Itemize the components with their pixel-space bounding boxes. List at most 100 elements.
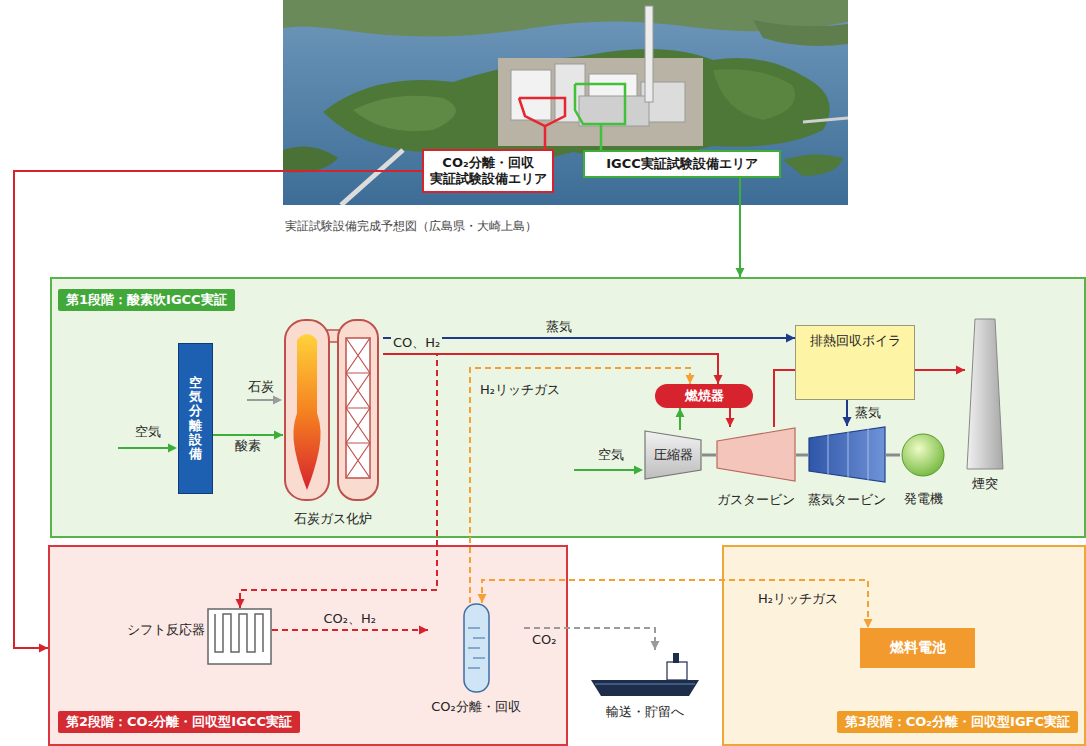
photo-caption: 実証試験設備完成予想図（広島県・大崎上島）	[283, 219, 539, 234]
arrow-head	[236, 599, 245, 608]
fuel-cell: 燃料電池	[860, 628, 975, 668]
edge-label-text: 蒸気	[855, 405, 881, 421]
arrow-head	[274, 431, 283, 440]
edge-label-text: CO₂、H₂	[324, 611, 377, 627]
shift-reactor-drawing	[207, 608, 272, 665]
connector-line	[702, 454, 716, 457]
connector	[796, 455, 808, 456]
edge-label: 酸素	[233, 438, 263, 454]
node-label: ガスタービン	[717, 492, 795, 508]
node-label: 排熱回収ボイラ	[810, 333, 901, 349]
aerial-photo-part	[353, 96, 456, 131]
steam-turbine-drawing-part	[828, 429, 868, 480]
edge-label: CO₂	[530, 632, 559, 648]
connector	[383, 334, 795, 343]
air-input-arrow-part	[168, 444, 177, 453]
generator-drawing	[900, 433, 946, 477]
aerial-photo-part	[645, 6, 653, 102]
connector	[702, 455, 716, 456]
label-text: 空気	[135, 424, 161, 440]
label-text: 石炭	[248, 379, 274, 395]
node-label: 輸送・貯留へ	[606, 704, 684, 720]
air-input-arrow-part	[634, 466, 643, 475]
input-label: 空気	[133, 424, 163, 440]
gas-turbine-drawing-part	[717, 428, 795, 481]
aerial-photo-part	[323, 49, 830, 162]
node-label: 空気分離設備	[189, 376, 202, 462]
edge-label: H₂リッチガス	[478, 382, 562, 398]
connector	[774, 370, 795, 427]
combustor: 燃焼器	[655, 384, 753, 408]
co2-column-drawing	[463, 603, 490, 693]
generator: 発電機	[900, 433, 946, 515]
arrow-head	[651, 641, 660, 650]
air-separation-unit: 空気分離設備	[178, 343, 213, 494]
stage-panel: 第2段階：CO₂分離・回収型IGCC実証 シフト反応器 CO₂分離・回収	[48, 545, 568, 746]
edge-label: 蒸気	[544, 319, 574, 335]
stage-heading: 第2段階：CO₂分離・回収型IGCC実証	[58, 711, 300, 733]
heat-recovery-boiler: 排熱回収ボイラ	[795, 325, 915, 400]
stage-heading: 第3段階：CO₂分離・回収型IGFC実証	[837, 711, 1078, 733]
aerial-photo-part	[575, 84, 625, 124]
connector-line	[14, 171, 422, 648]
node-label: 燃焼器	[685, 388, 724, 404]
air-input-arrow	[118, 444, 177, 453]
edge-label: CO₂、H₂	[322, 611, 379, 627]
aerial-photo-part	[283, 0, 848, 205]
connector-line	[796, 454, 808, 457]
node-label: IGCC実証試験設備エリア	[606, 156, 758, 172]
aerial-photo-part	[803, 118, 848, 122]
edge-label-text: H₂リッチガス	[758, 591, 838, 607]
ship-drawing-part	[667, 662, 687, 680]
compressor: 圧縮器	[644, 430, 702, 480]
compressor-drawing-part	[645, 431, 701, 479]
air-input-arrow	[574, 466, 643, 475]
steam-turbine-drawing	[808, 426, 886, 483]
arrow-head	[686, 375, 695, 384]
arrow-head	[864, 619, 873, 628]
edge-label: H₂リッチガス	[756, 591, 840, 607]
connector	[915, 366, 965, 375]
gas-turbine: ガスタービン	[716, 427, 796, 515]
connector	[236, 354, 438, 608]
arrow-head	[726, 418, 735, 427]
edge-label: 蒸気	[853, 405, 883, 421]
ship-drawing-part	[591, 680, 699, 696]
ship-drawing-part	[595, 683, 695, 685]
coal-input-arrow	[247, 396, 282, 405]
input-label: 石炭	[246, 379, 276, 395]
chimney: 煙突	[965, 318, 1005, 500]
aerial-photo-part	[600, 124, 603, 150]
area-callout: CO₂分離・回収 実証試験設備エリア	[422, 149, 554, 193]
aerial-photo-part	[544, 126, 547, 149]
air-input-arrow-part	[118, 447, 168, 449]
connector-line	[886, 454, 900, 457]
coal-input-arrow-part	[247, 399, 273, 401]
node-label: 圧縮器	[654, 447, 693, 463]
edge-label-text: H₂リッチガス	[480, 382, 560, 398]
node-label: CO₂分離・回収	[431, 699, 521, 715]
steam-turbine: 蒸気タービン	[808, 426, 886, 515]
arrow-head	[714, 375, 723, 384]
connector-line	[213, 434, 283, 436]
ship-drawing	[589, 650, 701, 698]
gasifier-drawing-part	[285, 320, 329, 500]
caption-text: 実証試験設備完成予想図（広島県・大崎上島）	[285, 219, 537, 234]
chimney-drawing-part	[967, 319, 1003, 469]
shift-reactor-drawing-part	[208, 609, 271, 664]
coal-input-arrow-part	[273, 396, 282, 405]
connector	[676, 408, 685, 430]
connector	[736, 178, 745, 277]
connector	[478, 580, 873, 628]
stage-panel: 第3段階：CO₂分離・回収型IGFC実証 燃料電池	[722, 545, 1086, 746]
connector-line	[272, 629, 428, 631]
node-label: シフト反応器	[127, 622, 205, 638]
aerial-photo-part	[283, 146, 338, 172]
aerial-photo-part	[753, 20, 848, 46]
edge-label-text: 酸素	[235, 438, 261, 454]
arrow-head	[419, 626, 428, 635]
ship: 輸送・貯留へ	[588, 650, 702, 726]
gasifier-drawing-part	[346, 338, 370, 478]
node-label: 石炭ガス化炉	[294, 511, 372, 527]
